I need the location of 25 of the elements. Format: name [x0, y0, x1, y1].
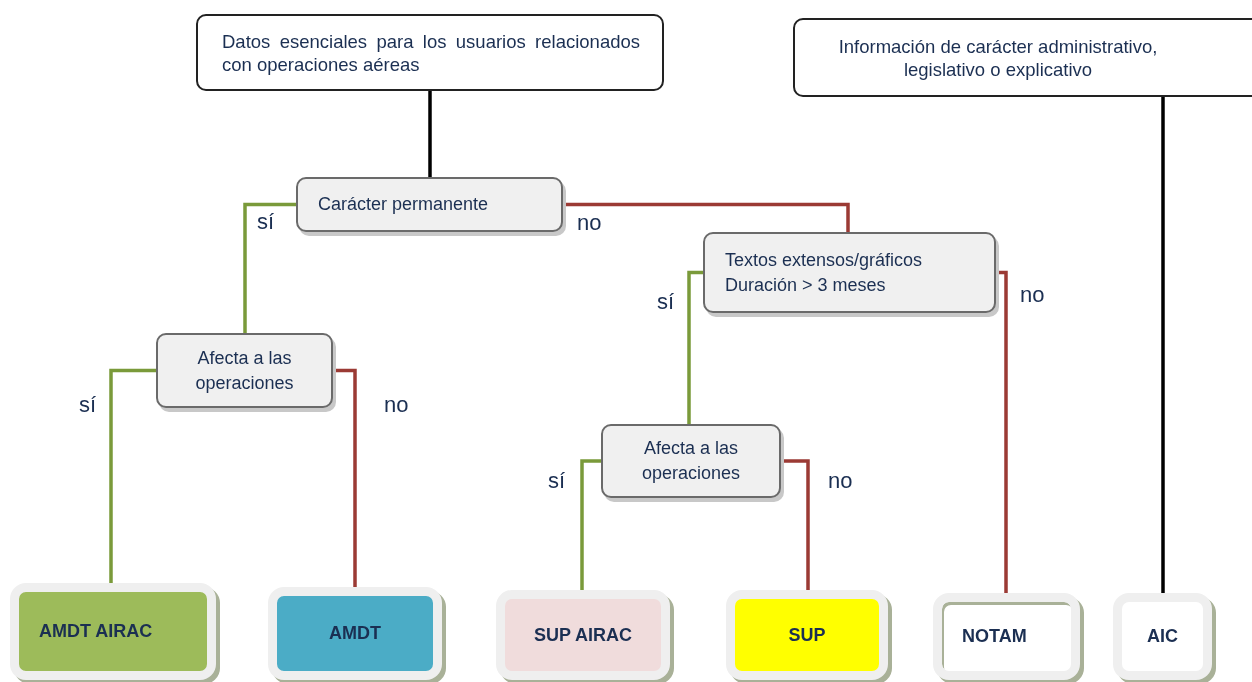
node-text: Textos extensos/gráficos	[725, 248, 924, 272]
connector-line	[687, 270, 703, 424]
node-text: SUP AIRAC	[534, 624, 632, 646]
connector-line	[1161, 97, 1165, 593]
connector-line	[109, 368, 156, 583]
node-text: AMDT AIRAC	[39, 621, 153, 642]
connector-line	[243, 202, 296, 333]
connector-line	[333, 368, 357, 587]
node-text: AMDT	[329, 623, 381, 644]
node-text: Duración > 3 meses	[725, 273, 887, 297]
node-text: SUP	[788, 624, 826, 646]
node-text: Información de carácter administrativo, legislativo o explicativo	[837, 34, 1159, 81]
node-text: Carácter permanente	[318, 193, 490, 216]
node-text: AIC	[1147, 626, 1178, 647]
info-box	[196, 14, 664, 91]
connector-line	[996, 270, 1008, 593]
info-box	[793, 18, 1252, 97]
connector-line	[781, 459, 810, 590]
connector-line	[563, 202, 850, 232]
node-text: Afecta a las operaciones	[640, 437, 742, 485]
connector-line	[580, 459, 601, 590]
node-text: NOTAM	[962, 626, 1027, 647]
node-text: Datos esenciales para los usuarios relacionados con operaciones aéreas	[222, 29, 640, 76]
node-text: Afecta a las operaciones	[194, 346, 295, 395]
connector-line	[428, 91, 432, 177]
